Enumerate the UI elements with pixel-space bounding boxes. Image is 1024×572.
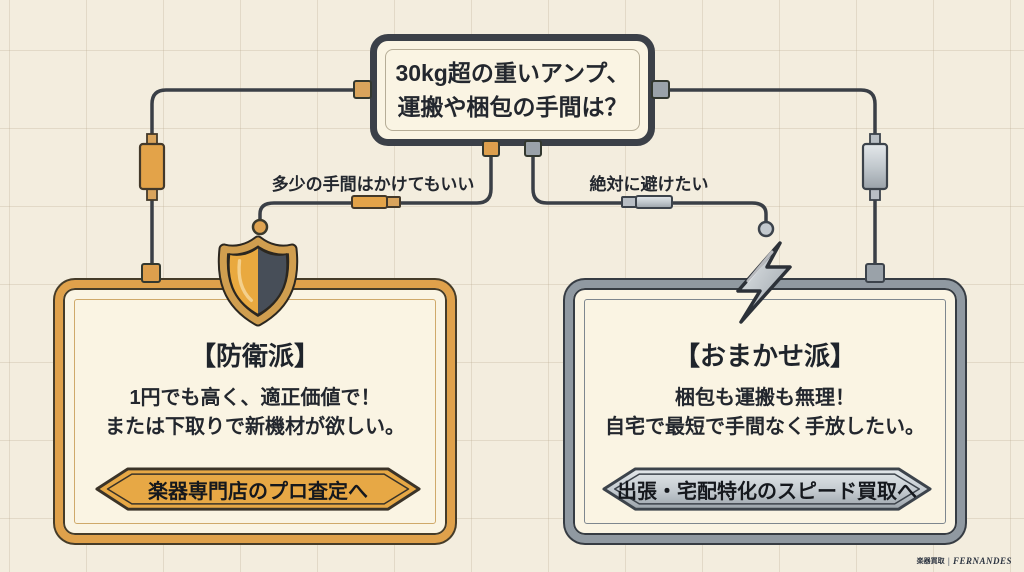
question-text: 30kg超の重いアンプ、 運搬や梱包の手間は？ <box>395 56 629 125</box>
card-defense-body: 1円でも高く、適正価値で！ または下取りで新機材が欲しい。 <box>63 384 447 442</box>
branch-label-left: 多少の手間はかけてもいい <box>271 175 475 194</box>
question-box-inner-frame <box>385 49 640 131</box>
resistor-silver <box>621 195 673 209</box>
card-defense-body-line-2: または下取りで新機材が欲しい。 <box>105 416 405 438</box>
pro-assessment-button[interactable]: 楽器専門店のプロ査定へ <box>93 466 423 512</box>
capacitor-orange <box>138 133 166 201</box>
capacitor-silver <box>861 133 889 201</box>
card-defense: 【防衛派】 1円でも高く、適正価値で！ または下取りで新機材が欲しい。 楽器専門… <box>55 280 455 543</box>
brand-name-fernandes: FERNANDES <box>952 556 1012 566</box>
question-box: 30kg超の重いアンプ、 運搬や梱包の手間は？ <box>370 34 655 146</box>
speed-kaitori-button[interactable]: 出張・宅配特化のスピード買取へ <box>600 466 934 512</box>
pro-assessment-button-label: 楽器専門店のプロ査定へ <box>148 480 368 503</box>
card-defense-body-line-1: 1円でも高く、適正価値で！ <box>129 387 381 409</box>
question-line-2: 運搬や梱包の手間は？ <box>397 94 628 120</box>
card-defense-title: 【防衛派】 <box>189 341 320 371</box>
card-omakase-body-line-1: 梱包も運搬も無理！ <box>675 387 855 409</box>
branch-label-right: 絶対に避けたい <box>589 175 709 194</box>
brand-divider: | <box>947 556 950 566</box>
brand-service-label: 楽器買取 <box>916 558 945 565</box>
card-omakase-body-line-2: 自宅で最短で手間なく手放したい。 <box>605 416 925 438</box>
speed-kaitori-button-label: 出張・宅配特化のスピード買取へ <box>617 480 917 503</box>
card-omakase: 【おまかせ派】 梱包も運搬も無理！ 自宅で最短で手間なく手放したい。 出張・宅配… <box>565 280 965 543</box>
question-line-1: 30kg超の重いアンプ、 <box>395 59 630 86</box>
speed-kaitori-button-shape <box>602 467 932 511</box>
wire-end-dot-left <box>251 218 269 236</box>
terminal-left <box>353 80 372 99</box>
resistor-orange <box>351 195 401 209</box>
brand-logo: 楽器買取 | FERNANDES <box>917 556 1012 566</box>
card-omakase-title: 【おまかせ派】 <box>673 341 856 371</box>
card-omakase-body: 梱包も運搬も無理！ 自宅で最短で手間なく手放したい。 <box>573 384 957 442</box>
pro-assessment-button-shape <box>95 467 421 511</box>
wire-end-dot-right <box>757 220 775 238</box>
